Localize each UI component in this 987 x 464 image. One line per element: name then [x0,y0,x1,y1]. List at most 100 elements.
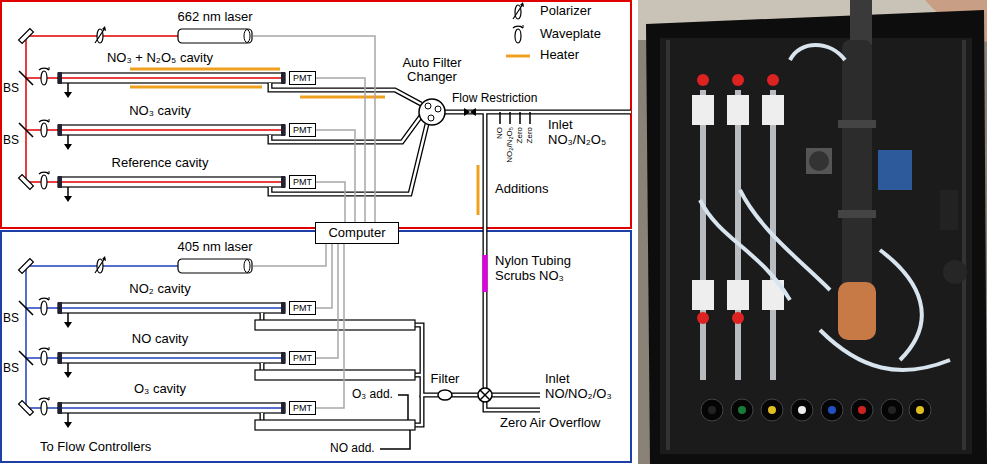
cavity-tube [58,73,285,83]
instrument-photo [708,406,716,414]
blue-laser-beam [26,357,285,359]
cavity-mirror [281,124,285,136]
legend-text: Waveplate [540,26,601,41]
pmt-box: PMT [289,175,316,189]
instrument-photo [761,399,783,421]
waveplate-symbol [39,25,523,415]
gas-tubing [415,374,422,376]
instrument-photo [809,151,829,171]
instrument-photo [697,312,709,324]
blue-laser-beam [26,266,285,408]
exhaust-arrow [64,196,72,202]
instrument-photo [660,38,972,454]
exhaust-arrow [64,92,72,98]
laser-body [177,28,253,44]
heater-line [130,86,262,89]
instrument-photo [940,190,958,230]
signal-wire [316,244,332,308]
instrument-photo [701,399,723,421]
instrument-photo [646,10,987,464]
legend-entry: Heater [540,48,579,63]
cavity-mirror [58,72,285,414]
cavity-mirror [58,402,62,414]
laser-body [178,29,252,43]
instrument-photo [731,399,753,421]
exhaust-arrow [67,413,69,423]
panel-frame [1,1,631,462]
computer-label: Computer [328,225,385,241]
flow-restriction [470,108,476,116]
restriction-label: Flow Restriction [452,92,537,106]
waveplate-symbol [39,67,49,85]
mirror [19,401,34,416]
instrument-photo [828,406,836,414]
manifold-box [255,320,415,330]
filter-changer [419,99,445,125]
instrument-photo [700,200,790,300]
filter-changer-label: Auto Filter Changer [396,56,468,84]
instrument-photo [798,406,806,414]
inlet-label: Inlet NO₃/N₂O₅ [548,118,626,148]
nylon-tubing [485,255,486,292]
addition-label: O₃ add. [352,388,393,402]
beam-splitter [19,71,33,365]
instrument-photo [735,90,741,380]
instrument-photo [700,90,706,380]
panel-frame [1,231,631,462]
overflow-label: Zero Air Overflow [500,416,600,431]
gas-tubing [260,363,265,370]
legend-text: Heater [540,47,579,62]
signal-wire [253,36,375,222]
pmt-box: PMT [289,71,316,85]
polarizer-symbol [95,256,106,273]
instrument-photo [878,150,912,190]
panel-frame [1,1,631,228]
instrument-photo [943,260,967,284]
legend-entry: Waveplate [540,27,601,42]
filter-symbol [438,390,452,400]
waveplate-symbol [39,171,49,189]
instrument-photo [838,120,876,128]
line-label: Zero [526,127,534,143]
instrument-photo [692,280,714,310]
polarizer-symbol [513,2,524,19]
laser-label: 662 nm laser [177,10,253,25]
instrument-photo [790,45,845,60]
mirror [19,29,34,44]
legend-text: Polarizer [540,3,591,18]
waveplate-symbol [39,347,49,365]
filter-changer [428,115,434,121]
instrument-photo [732,312,744,324]
cavity-mirror [58,124,62,136]
cavity-tube [58,177,285,187]
cavity-tube [58,73,285,413]
exhaust-arrow [67,313,69,323]
gas-tubing [492,394,540,396]
exhaust-arrow [64,422,72,428]
instrument-photo [692,95,714,125]
beam-splitter [19,123,33,137]
gas-tubing [483,112,488,388]
instrument-photo [821,399,843,421]
instrument-photo [638,0,987,464]
pmt-label: PMT [293,73,312,83]
instrument-photo [768,406,776,414]
gas-tubing [270,124,427,194]
waveplate-symbol [39,297,49,315]
cavity-tube [58,125,285,135]
computer-box: Computer [315,222,398,244]
instrument-photo [850,0,872,45]
pmt-label: PMT [293,353,312,363]
gas-tubing [415,395,422,425]
beam-splitter-label: BS [3,82,19,96]
exhaust-arrow [64,322,72,328]
pmt-label: PMT [293,125,312,135]
cavity-mirror [281,302,285,314]
red-laser-beam [26,36,285,182]
waveplate-symbol [39,397,49,415]
gas-tubing [492,393,540,398]
heater-line [300,96,385,99]
laser-body [178,259,252,273]
